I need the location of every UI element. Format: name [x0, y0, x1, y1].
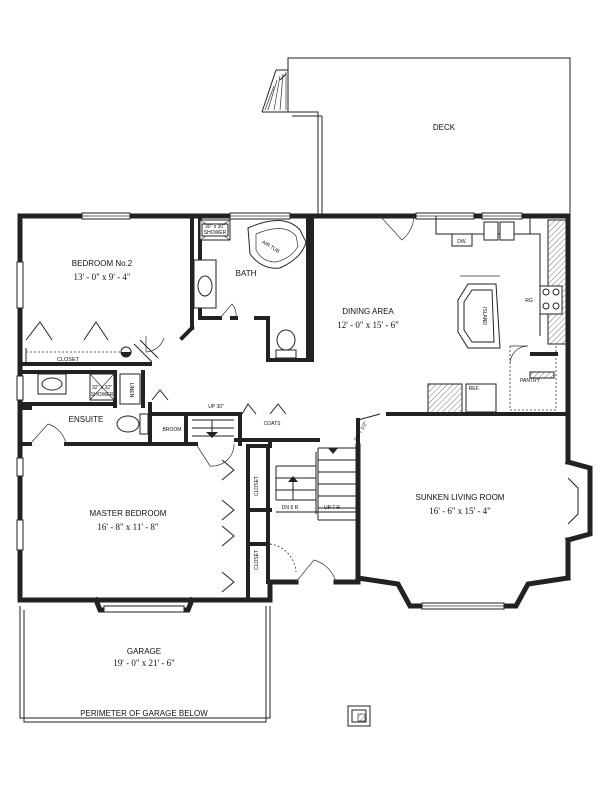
door-swing-icon: [25, 215, 529, 593]
label-shower2: SHOWER: [91, 392, 114, 398]
label-dn7: DN 7 1/2": [353, 420, 369, 442]
label-closet-bed2: CLOSET: [57, 357, 80, 363]
size-garage: 19' - 0" x 21' - 6": [113, 658, 175, 668]
label-rg: RG: [525, 298, 533, 304]
deck: [261, 57, 571, 214]
label-linen: LINEN: [128, 383, 134, 398]
label-broom: BROOM: [163, 427, 182, 433]
label-ref: REF.: [469, 386, 480, 392]
size-living: 16' - 6" x 15' - 4": [429, 506, 491, 516]
label-dining: DINING AREA: [342, 307, 394, 316]
label-bath: BATH: [236, 269, 257, 278]
label-perimeter: PERIMETER OF GARAGE BELOW: [80, 709, 208, 718]
closet-bed2: [25, 346, 134, 364]
size-master: 16' - 8" x 11' - 8": [97, 522, 159, 532]
label-ensuite: ENSUITE: [69, 415, 104, 424]
chimney-icon: [564, 458, 593, 544]
label-dn8r: DN 8 R: [282, 505, 299, 511]
label-bedroom2: BEDROOM No.2: [72, 259, 133, 268]
garage: [19, 606, 271, 723]
bath-fixtures: [193, 219, 307, 359]
label-closet-m2: CLOSET: [254, 550, 260, 570]
stair-arrow-icon: [206, 420, 338, 500]
stairs: [192, 419, 358, 521]
windows: [16, 212, 523, 613]
label-living: SUNKEN LIVING ROOM: [416, 493, 505, 502]
interior-walls: [18, 214, 570, 602]
label-up7r: UP 7 R: [324, 505, 340, 511]
mechanical-chase: [347, 705, 371, 727]
label-shower-size: 30" x 30": [205, 224, 225, 230]
label-shower: SHOWER: [204, 230, 227, 236]
kitchen: [427, 216, 567, 415]
deck-stairs: [261, 69, 288, 113]
label-coats: COATS: [264, 421, 282, 427]
label-shower2-size: 32" x 32": [92, 385, 112, 391]
size-dining: 12' - 0" x 15' - 6": [337, 320, 399, 330]
size-bedroom2: 13' - 0" x 9' - 4": [73, 272, 130, 282]
label-deck: DECK: [433, 123, 456, 132]
label-garage: GARAGE: [127, 647, 161, 656]
label-closet-m1: CLOSET: [254, 476, 260, 496]
label-pantry: PANTRY: [520, 378, 540, 384]
label-up30: UP 30": [208, 404, 224, 410]
label-master: MASTER BEDROOM: [90, 509, 167, 518]
label-dw: DW.: [457, 239, 466, 245]
ensuite-fixtures: [37, 373, 149, 435]
label-island: ISLAND: [481, 307, 487, 325]
